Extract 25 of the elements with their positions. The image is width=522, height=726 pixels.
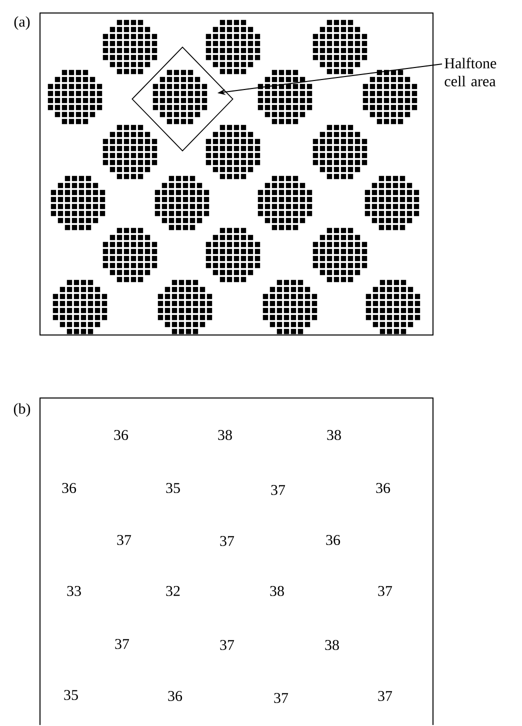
value-label: 36 bbox=[376, 482, 390, 494]
callout-label: Halftone cell area bbox=[444, 58, 496, 86]
value-label: 35 bbox=[64, 690, 78, 700]
cell-outline bbox=[132, 46, 234, 152]
value-label: 37 bbox=[378, 690, 392, 702]
value-label: 37 bbox=[220, 640, 234, 650]
value-label: 36 bbox=[168, 690, 182, 702]
value-label: 37 bbox=[117, 534, 132, 546]
panel-label: (a) bbox=[14, 16, 30, 30]
value-label: 38 bbox=[327, 430, 341, 440]
value-label: 37 bbox=[378, 586, 392, 596]
value-label: 38 bbox=[218, 430, 232, 440]
value-label: 36 bbox=[326, 534, 340, 546]
value-label: 33 bbox=[67, 586, 81, 596]
value-label: 35 bbox=[166, 482, 180, 494]
value-label: 37 bbox=[271, 484, 286, 496]
value-label: 38 bbox=[325, 640, 339, 650]
value-label: 37 bbox=[115, 638, 130, 650]
value-label: 32 bbox=[166, 586, 180, 596]
value-label: 37 bbox=[274, 692, 288, 704]
value-label: 37 bbox=[220, 536, 234, 546]
value-label: 36 bbox=[114, 430, 128, 440]
value-label: 38 bbox=[270, 586, 284, 596]
panel-label: (b) bbox=[14, 403, 30, 417]
value-label: 36 bbox=[62, 482, 76, 494]
